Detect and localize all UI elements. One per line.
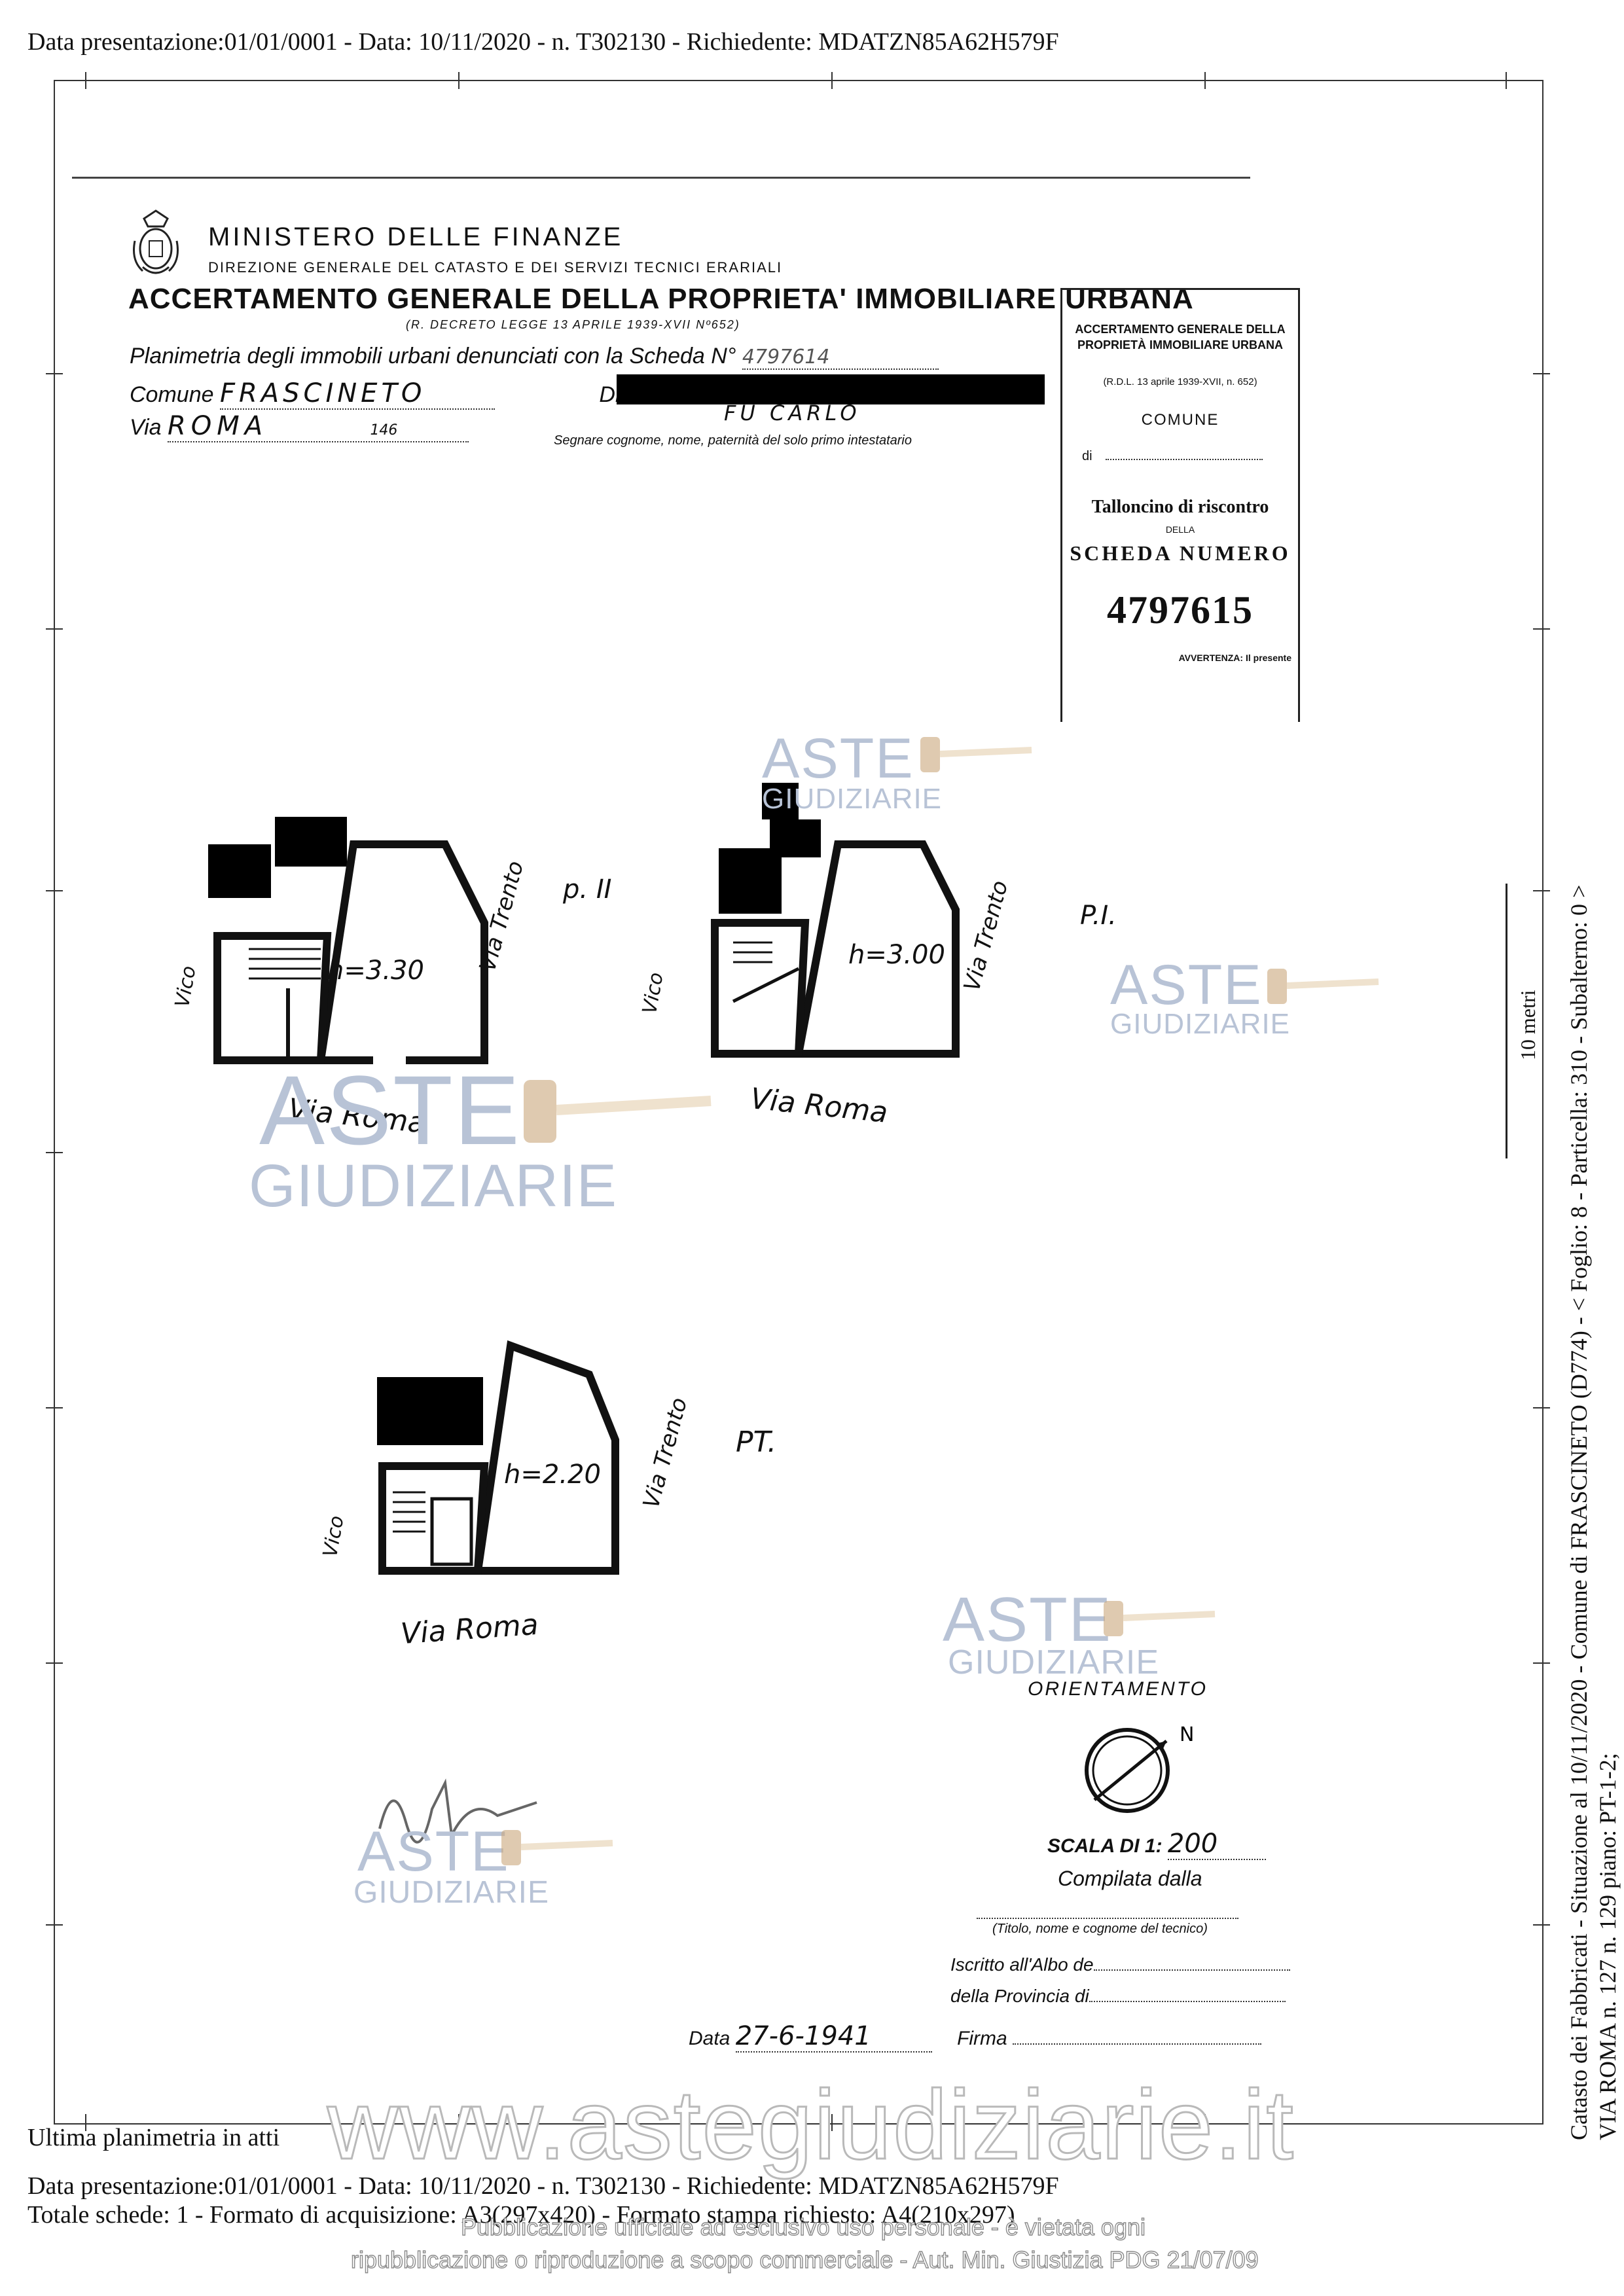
owner-handwritten: FU CARLO — [724, 401, 861, 425]
scale-bar — [1506, 884, 1507, 1158]
plan3-height: h=2.20 — [504, 1460, 601, 1490]
plan2-height: h=3.00 — [848, 940, 945, 970]
top-rule — [72, 177, 1250, 179]
scheda-number: 4797615 — [1107, 588, 1254, 632]
floor-plan-first — [711, 840, 960, 1058]
scala-line: SCALA DI 1: 200 — [1047, 1829, 1266, 1860]
orientamento-label: ORIENTAMENTO — [1028, 1678, 1208, 1700]
ministry-name: MINISTERO DELLE FINANZE — [208, 223, 624, 251]
watermark-aste: ASTE — [762, 727, 914, 790]
plan3-floor: PT. — [736, 1426, 777, 1459]
emblem-icon — [130, 208, 182, 283]
watermark-giudiziarie: GIUDIZIARIE — [1110, 1008, 1291, 1040]
redacted-block — [208, 844, 271, 898]
redacted-block — [762, 783, 799, 819]
redacted-block — [275, 817, 347, 867]
footer-line1: Data presentazione:01/01/0001 - Data: 10… — [27, 2172, 1059, 2200]
comune-value: FRASCINETO — [219, 378, 495, 410]
gavel-icon — [1267, 969, 1379, 1004]
watermark-aste: ASTE — [357, 1820, 510, 1883]
main-title: ACCERTAMENTO GENERALE DELLA PROPRIETA' I… — [128, 283, 1194, 315]
ministry-direction: DIREZIONE GENERALE DEL CATASTO E DEI SER… — [208, 259, 783, 276]
redacted-owner — [617, 374, 1045, 404]
watermark-aste: ASTE — [943, 1585, 1112, 1655]
gavel-icon — [501, 1830, 613, 1865]
scheda-handwritten: 4797614 — [742, 346, 939, 370]
comune-line: Comune FRASCINETO Ditta — [130, 378, 645, 410]
planimetria-label: Planimetria degli immobili urbani denunc… — [130, 344, 939, 370]
svg-text:N: N — [1180, 1723, 1194, 1746]
scala-value: 200 — [1167, 1829, 1266, 1860]
scale-bar-label: 10 metri — [1516, 990, 1540, 1060]
gavel-icon — [524, 1080, 712, 1143]
via-value: ROMA — [167, 411, 469, 442]
side-catasto-info: Catasto dei Fabbricati - Situazione al 1… — [1566, 884, 1621, 2140]
data-firma-line: Data 27-6-1941 Firma — [689, 2021, 1262, 2053]
compass-icon: N — [1085, 1723, 1194, 1813]
signature-scribble — [378, 1778, 537, 1844]
watermark-giudiziarie: GIUDIZIARIE — [353, 1875, 550, 1910]
footer-line2: Totale schede: 1 - Formato di acquisizio… — [27, 2201, 1015, 2229]
watermark-url: www.astegiudiziarie.it — [327, 2069, 1295, 2181]
gavel-icon — [1104, 1601, 1216, 1636]
talloncino-box: ACCERTAMENTO GENERALE DELLA PROPRIETÀ IM… — [1060, 288, 1300, 722]
plan2-floor: P.I. — [1080, 901, 1117, 931]
tecnico-line — [977, 1918, 1238, 1919]
via-line: Via ROMA 146 — [130, 411, 469, 442]
decree-text: (R. DECRETO LEGGE 13 APRILE 1939-XVII Nº… — [406, 318, 740, 331]
footer-ultima: Ultima planimetria in atti — [27, 2124, 280, 2151]
watermark-notice1: Pubblicazione ufficiale ad esclusivo uso… — [460, 2213, 1146, 2240]
gavel-icon — [920, 737, 1032, 772]
data-value: 27-6-1941 — [735, 2021, 932, 2053]
plan1-floor: p. II — [563, 874, 612, 905]
provincia-line: della Provincia di — [950, 1986, 1286, 2007]
floor-plan-second — [213, 840, 488, 1064]
redacted-block — [770, 819, 821, 857]
floor-plan-ground — [378, 1340, 619, 1575]
redacted-block — [377, 1377, 483, 1445]
form-note: Segnare cognome, nome, paternità del sol… — [554, 433, 912, 448]
header-top-line: Data presentazione:01/01/0001 - Data: 10… — [27, 28, 1059, 56]
watermark-notice2: ripubblicazione o riproduzione a scopo c… — [350, 2246, 1259, 2273]
iscritto-line: Iscritto all'Albo de — [950, 1954, 1290, 1975]
watermark-aste: ASTE — [259, 1055, 521, 1165]
watermark-giudiziarie: GIUDIZIARIE — [762, 783, 943, 815]
titolo-note: (Titolo, nome e cognome del tecnico) — [992, 1922, 1208, 1936]
redacted-block — [719, 848, 782, 914]
watermark-giudiziarie: GIUDIZIARIE — [948, 1643, 1160, 1681]
plan1-height: h=3.30 — [327, 956, 424, 986]
watermark-giudiziarie: GIUDIZIARIE — [249, 1153, 618, 1219]
watermark-aste: ASTE — [1110, 954, 1263, 1016]
page-frame — [54, 80, 1543, 2125]
compilata-label: Compilata dalla — [1058, 1867, 1202, 1890]
